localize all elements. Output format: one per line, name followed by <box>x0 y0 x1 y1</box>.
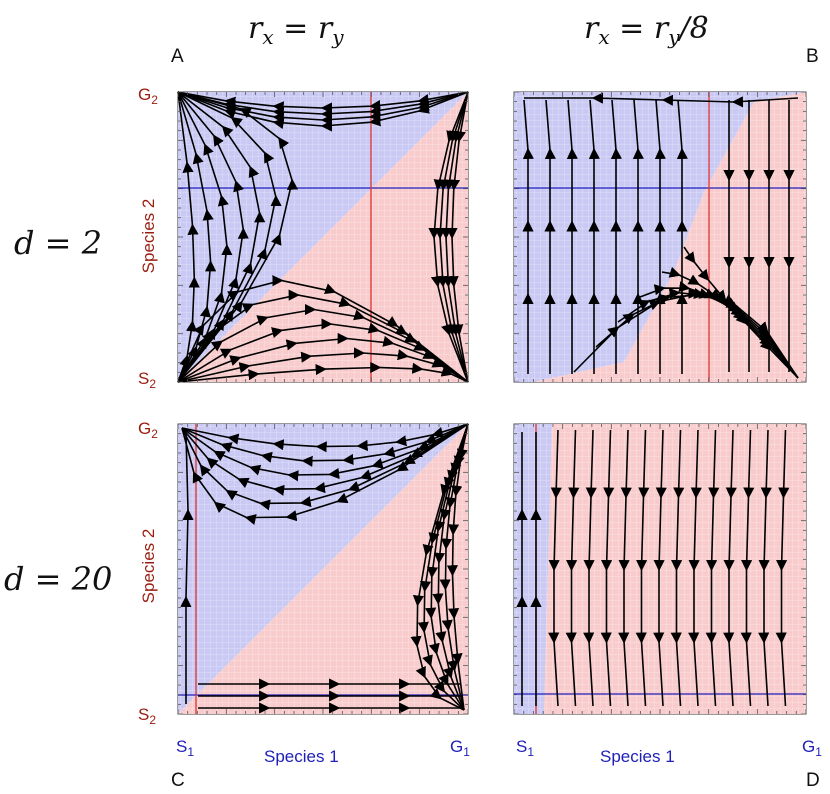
axis-ticks <box>177 91 469 383</box>
column-header-2: rx = ry/8 <box>584 11 709 49</box>
corner-g1-right: G1 <box>802 737 822 759</box>
x-axis-label-right: Species 1 <box>600 747 675 766</box>
streamline <box>740 429 755 707</box>
y-axis-label-top: Species 2 <box>139 199 158 274</box>
streamline <box>688 429 702 707</box>
column-header-1: rx = ry <box>248 11 344 49</box>
streamline <box>758 429 772 707</box>
panel-letter-c: C <box>171 770 185 791</box>
streamline <box>565 429 580 707</box>
panel-letter-a: A <box>171 46 184 67</box>
y-axis-label-bottom: Species 2 <box>139 529 158 604</box>
axis-ticks <box>513 91 807 383</box>
streamline <box>600 429 615 707</box>
streamline <box>683 246 799 379</box>
axis-ticks <box>513 423 807 715</box>
row-label-1: d = 2 <box>14 224 102 262</box>
panel-letter-d: D <box>806 770 820 791</box>
streamline <box>544 99 556 374</box>
corner-s1-left: S1 <box>176 737 194 759</box>
streamline <box>775 429 790 707</box>
streamline <box>723 429 737 707</box>
streamline <box>653 429 667 707</box>
streamline <box>180 433 194 704</box>
panel-d <box>513 423 807 715</box>
streamline <box>583 429 597 707</box>
svg-text:rx = ry: rx = ry <box>248 11 344 49</box>
panel-a <box>177 91 469 383</box>
streamline <box>177 275 469 383</box>
row-label-2: d = 20 <box>4 560 112 598</box>
streamline <box>618 429 632 707</box>
streamline <box>428 91 469 383</box>
svg-text:rx = ry/8: rx = ry/8 <box>584 11 709 49</box>
streamline <box>705 429 720 707</box>
streamline <box>524 92 799 108</box>
corner-s1-right: S1 <box>516 737 534 759</box>
panel-b <box>513 91 807 383</box>
streamline <box>410 423 469 711</box>
panel-c <box>177 423 469 715</box>
corner-g1-left: G1 <box>450 737 470 759</box>
streamline <box>566 99 578 374</box>
axis-ticks <box>177 423 469 715</box>
streamline <box>177 91 469 132</box>
corner-g2-top-row: G2 <box>138 85 158 107</box>
corner-s2-top-row: S2 <box>138 369 156 391</box>
streamline <box>588 99 600 374</box>
streamline <box>522 99 534 374</box>
streamline <box>181 423 469 525</box>
streamline <box>635 429 650 707</box>
corner-g2-bottom-row: G2 <box>138 419 158 441</box>
x-axis-label-left: Species 1 <box>264 747 339 766</box>
corner-s2-bottom-row: S2 <box>138 705 156 727</box>
panel-letter-b: B <box>806 46 819 67</box>
streamline <box>548 429 562 707</box>
streamline <box>670 429 685 707</box>
